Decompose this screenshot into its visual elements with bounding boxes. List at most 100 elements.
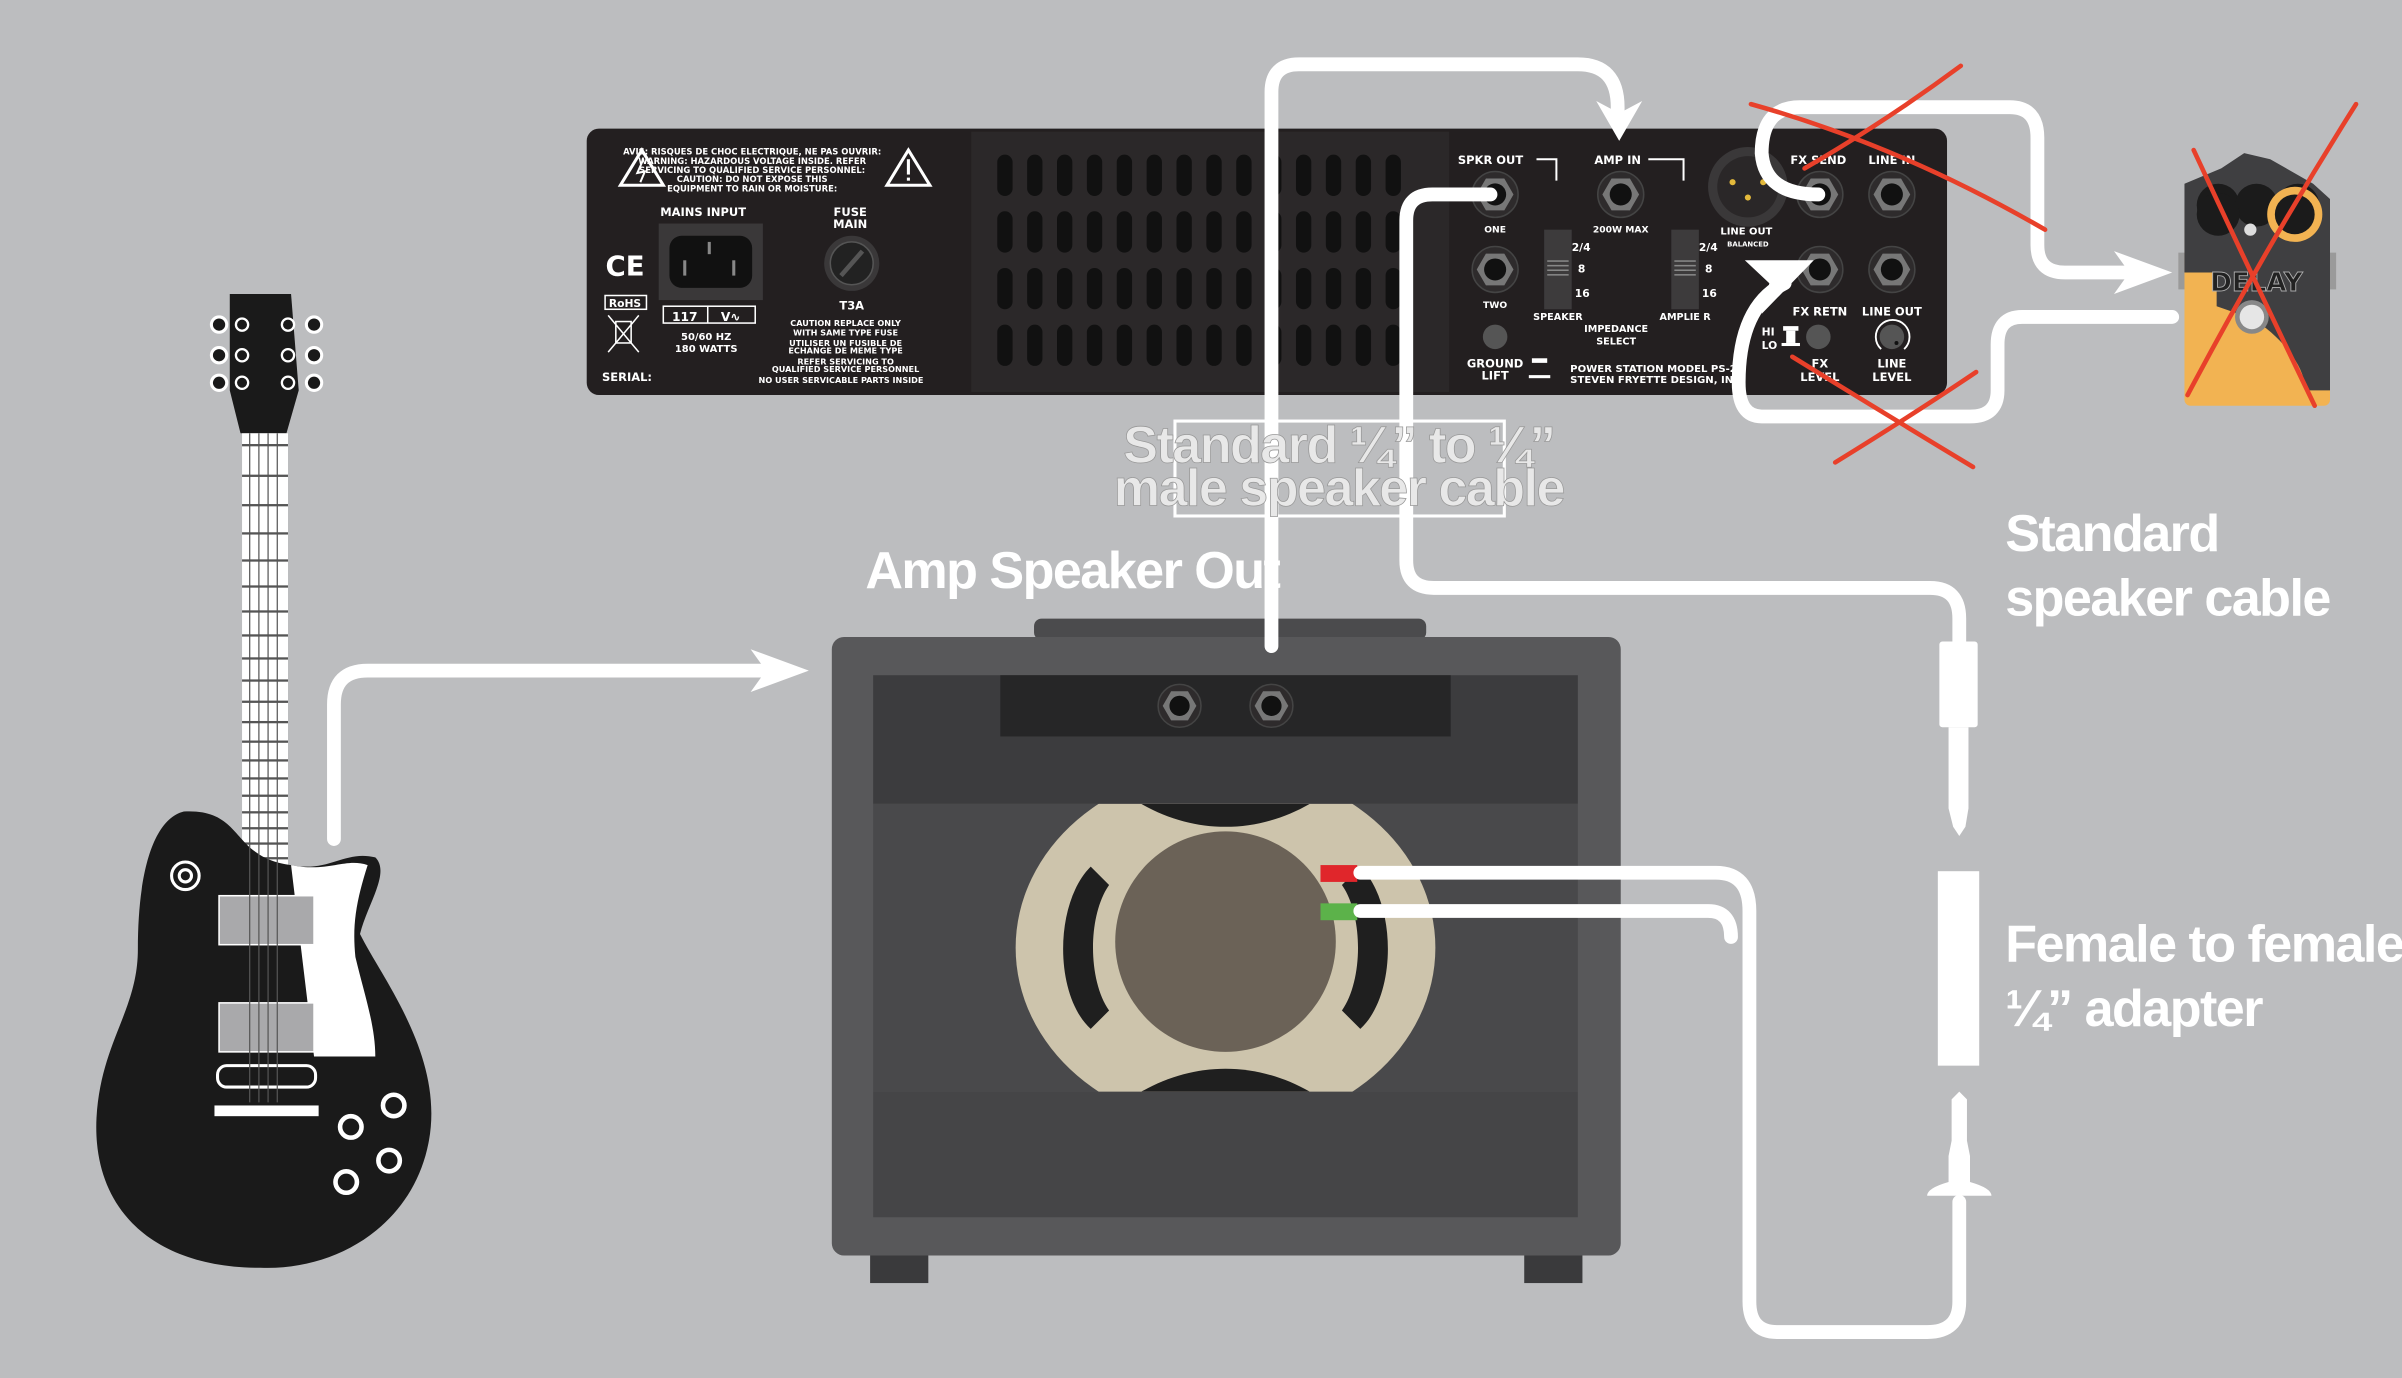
standard-speaker-cable-label: speaker cable [2005,570,2330,628]
female-to-female-adapter [1937,871,1980,1066]
vent-slot [1146,211,1162,253]
fret [242,532,288,535]
frequency-label: 50/60 HZ [681,332,731,343]
spkr-out-cable [1399,187,1967,650]
vent-slot [1355,324,1372,366]
standard-speaker-cable-label: Standard [2005,505,2218,563]
fret [242,634,288,637]
vent-slot [1086,211,1103,253]
caution-triangle-icon [884,147,933,187]
vent-slot [1385,267,1401,310]
vent-slot [1206,267,1222,310]
vent-slot [1176,154,1192,196]
fret [242,720,288,724]
fret [242,474,288,477]
vent-slot [1116,324,1133,366]
line-level-knob[interactable] [1874,319,1911,350]
vent-slot [1295,154,1312,196]
fuse-rating: T3A [839,298,864,312]
ce-mark: CE [605,251,644,283]
line-in-jack[interactable] [1868,170,1916,219]
line-level-label: LINE [1877,356,1906,370]
iec-power-socket [669,235,753,288]
fret [242,700,288,703]
ground-lift-label: LIFT [1482,369,1509,383]
fret [242,610,288,613]
tone-knob[interactable] [337,1113,364,1140]
speaker-cone [1115,831,1336,1052]
vent-slot [1295,211,1312,253]
amp-speaker-out-to-amp-in-cable [1264,57,1625,654]
vent-slot [1385,324,1401,366]
delay-pedal: DELAY [2178,153,2337,406]
cable-label: Standard ¼” to ¼” [1123,416,1554,474]
cable-label-box [1173,419,1506,518]
vent-slot [1027,267,1043,310]
not-used-cross-icon [1748,63,2359,470]
vent-slot [1206,154,1222,196]
amp-input-jack[interactable] [1157,683,1202,729]
fx-return-cable [1731,276,2180,424]
vent-slot [1086,154,1103,196]
vent-slot [1325,154,1342,196]
tone-knob[interactable] [333,1169,360,1196]
vent-slot [1116,154,1133,196]
fret [242,842,288,845]
fret [242,504,288,507]
fret [242,559,288,562]
volume-knob[interactable] [380,1092,407,1119]
cables [327,57,2180,1339]
amplifier-label: AMPLIE R [1659,312,1711,323]
serial-label: SERIAL: [602,370,652,384]
vent-slots [997,154,1401,366]
warning-text: AVIS: RISQUES DE CHOC ELECTRIQUE, NE PAS… [623,147,881,157]
vent-slot [1176,324,1192,366]
vent-slot [1325,267,1342,310]
amp-speaker-out-jack[interactable] [1249,683,1294,729]
warning-text: CAUTION: DO NOT EXPOSE THIS [677,174,828,184]
cable-label: male speaker cable [1114,459,1565,517]
vent-slot [1086,324,1103,366]
fret [242,657,288,660]
vent-slot [997,154,1013,196]
line-out-jack[interactable] [1868,245,1916,294]
vent-slot [1236,154,1252,196]
amp-in-jack[interactable] [1596,170,1645,219]
fret [242,794,288,797]
line-level-label: LEVEL [1872,370,1911,384]
vent-slot [1236,211,1252,253]
volume-knob[interactable] [376,1147,403,1174]
vent-slot [1116,267,1133,310]
fx-send-cable [1754,100,2144,280]
vent-slot [1176,211,1192,253]
vent-slot [1027,154,1043,196]
speaker-out-two-jack[interactable] [1471,245,1519,294]
electric-guitar [96,293,432,1268]
imp-value: 8 [1578,263,1585,276]
vent-slot [1116,211,1133,253]
fuse-note: ECHANGE DE MEME TYPE [788,346,902,356]
vent-slot [1385,154,1401,196]
fx-level-knob[interactable] [1806,324,1831,350]
imp-value: 2/4 [1699,241,1718,254]
lo-label: LO [1762,339,1778,352]
max-label: 200W MAX [1593,225,1649,236]
bridge-pickup [218,1002,315,1053]
vent-slot [997,324,1013,366]
warning-text: SERVICING TO QUALIFIED SERVICE PERSONNEL… [639,165,865,175]
fuse-note: QUALIFIED SERVICE PERSONNEL [772,364,919,374]
speaker-label: SPEAKER [1533,312,1583,323]
speaker [1015,803,1436,1092]
maker-label: STEVEN FRYETTE DESIGN, INC. [1570,375,1744,386]
fret [242,444,288,447]
hi-label: HI [1762,325,1775,338]
vent-slot [1146,154,1162,196]
fret [242,585,288,588]
impedance-label: IMPEDANCE [1584,324,1648,335]
vent-slot [1325,211,1342,253]
vent-slot [1385,211,1401,253]
ground-lift-switch[interactable] [1482,324,1508,350]
footswitch[interactable] [2235,300,2269,334]
one-label: ONE [1484,225,1506,236]
vent-slot [1355,211,1372,253]
